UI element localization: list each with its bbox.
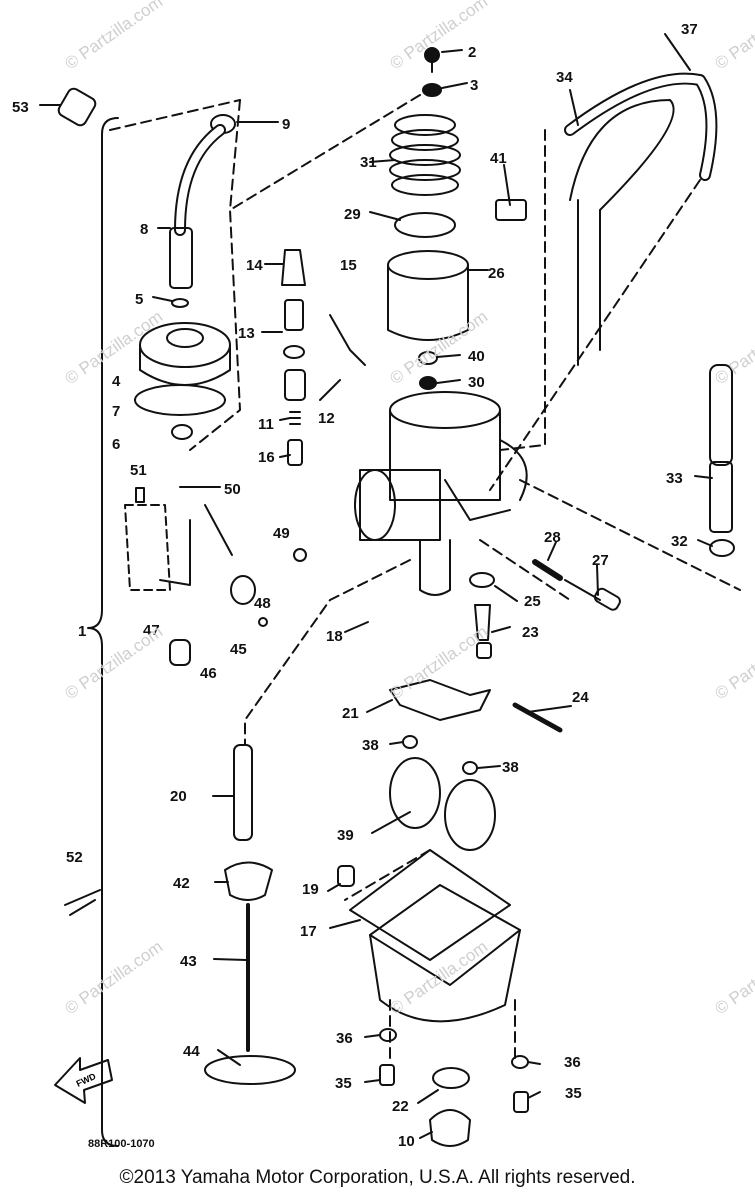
callout-51: 51 xyxy=(130,462,147,479)
callout-6: 6 xyxy=(112,436,120,453)
callout-36: 36 xyxy=(564,1054,581,1071)
drawing-code: 88R100-1070 xyxy=(88,1138,155,1150)
float-bowl xyxy=(369,884,521,1023)
callout-9: 9 xyxy=(282,116,290,133)
watermark-text: © Partzilla.com xyxy=(386,937,491,1018)
callout-53: 53 xyxy=(12,99,29,116)
part-26-throttle-valve xyxy=(387,250,469,341)
callout-45: 45 xyxy=(230,641,247,658)
callout-19: 19 xyxy=(302,881,319,898)
callout-42: 42 xyxy=(173,875,190,892)
callout-52: 52 xyxy=(66,849,83,866)
callout-49: 49 xyxy=(273,525,290,542)
part-29-clip xyxy=(394,212,456,238)
callout-43: 43 xyxy=(180,953,197,970)
callout-47: 47 xyxy=(143,622,160,639)
callout-44: 44 xyxy=(183,1043,200,1060)
part-6-screw xyxy=(171,424,193,440)
watermark-text: © Partzilla.com xyxy=(386,0,491,73)
callout-38: 38 xyxy=(502,759,519,776)
callout-28: 28 xyxy=(544,529,561,546)
callout-1: 1 xyxy=(78,623,86,640)
callout-8: 8 xyxy=(140,221,148,238)
watermark-text: © Partzilla.com xyxy=(711,0,755,73)
part-8-pipe xyxy=(169,227,193,289)
carburetor-body xyxy=(354,391,528,596)
callout-33: 33 xyxy=(666,470,683,487)
callout-29: 29 xyxy=(344,206,361,223)
watermark-text: © Partzilla.com xyxy=(711,622,755,703)
callout-34: 34 xyxy=(556,69,573,86)
callout-16: 16 xyxy=(258,449,275,466)
callout-20: 20 xyxy=(170,788,187,805)
callout-10: 10 xyxy=(398,1133,415,1150)
callout-38: 38 xyxy=(362,737,379,754)
callout-26: 26 xyxy=(488,265,505,282)
watermark-text: © Partzilla.com xyxy=(61,937,166,1018)
callout-13: 13 xyxy=(238,325,255,342)
callout-18: 18 xyxy=(326,628,343,645)
callout-2: 2 xyxy=(468,44,476,61)
watermark-text: © Partzilla.com xyxy=(61,0,166,73)
callout-22: 22 xyxy=(392,1098,409,1115)
part-31-spring xyxy=(389,114,461,196)
callout-3: 3 xyxy=(470,77,478,94)
watermark-text: © Partzilla.com xyxy=(711,937,755,1018)
callout-17: 17 xyxy=(300,923,317,940)
callout-48: 48 xyxy=(254,595,271,612)
callout-15: 15 xyxy=(340,257,357,274)
callout-35: 35 xyxy=(335,1075,352,1092)
callout-25: 25 xyxy=(524,593,541,610)
callout-41: 41 xyxy=(490,150,507,167)
callout-24: 24 xyxy=(572,689,589,706)
callout-11: 11 xyxy=(258,416,274,433)
copyright-footer: ©2013 Yamaha Motor Corporation, U.S.A. A… xyxy=(119,1167,636,1188)
callout-35: 35 xyxy=(565,1085,582,1102)
callout-50: 50 xyxy=(224,481,241,498)
callout-31: 31 xyxy=(360,154,377,171)
callout-7: 7 xyxy=(112,403,120,420)
callout-40: 40 xyxy=(468,348,485,365)
part-53-cap xyxy=(57,87,97,127)
callout-23: 23 xyxy=(522,624,539,641)
callout-46: 46 xyxy=(200,665,217,682)
watermark-text: © Partzilla.com xyxy=(711,307,755,388)
callout-39: 39 xyxy=(337,827,354,844)
part-7-gasket xyxy=(134,384,226,416)
callout-32: 32 xyxy=(671,533,688,550)
callout-37: 37 xyxy=(681,21,698,38)
callout-4: 4 xyxy=(112,373,121,390)
callout-14: 14 xyxy=(246,257,263,274)
assembly-bracket xyxy=(87,117,119,1147)
watermark-text: © Partzilla.com xyxy=(386,622,491,703)
callout-21: 21 xyxy=(342,705,359,722)
part-4-cap xyxy=(139,322,231,386)
callout-5: 5 xyxy=(135,291,143,308)
callout-36: 36 xyxy=(336,1030,353,1047)
fwd-arrow-icon xyxy=(54,1057,113,1104)
callout-27: 27 xyxy=(592,552,609,569)
callout-30: 30 xyxy=(468,374,485,391)
callout-12: 12 xyxy=(318,410,335,427)
